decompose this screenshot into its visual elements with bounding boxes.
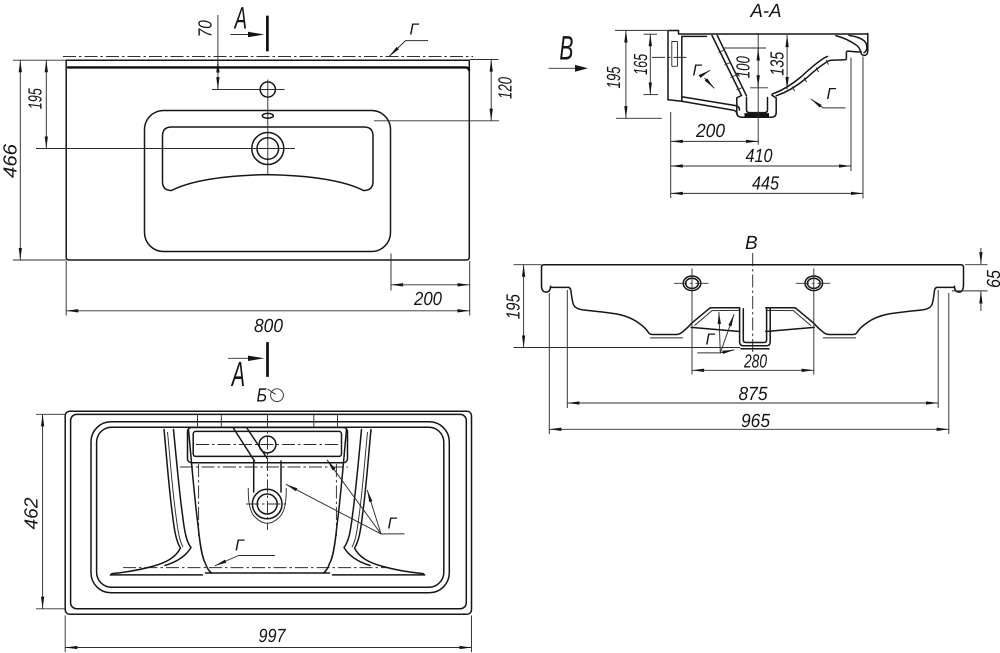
svg-text:875: 875 xyxy=(739,384,768,405)
svg-text:В: В xyxy=(559,29,573,67)
svg-text:120: 120 xyxy=(496,77,517,99)
svg-text:965: 965 xyxy=(741,411,770,432)
svg-text:445: 445 xyxy=(752,173,779,194)
svg-text:65: 65 xyxy=(984,270,1000,288)
svg-text:410: 410 xyxy=(746,146,773,167)
svg-text:В: В xyxy=(745,233,758,254)
svg-text:466: 466 xyxy=(1,144,22,178)
svg-text:Б: Б xyxy=(257,385,268,406)
svg-text:135: 135 xyxy=(768,51,789,75)
svg-text:200: 200 xyxy=(413,289,442,310)
svg-text:200: 200 xyxy=(695,121,725,142)
svg-text:195: 195 xyxy=(604,66,625,88)
svg-text:800: 800 xyxy=(254,316,283,337)
svg-text:997: 997 xyxy=(259,626,287,647)
svg-text:А: А xyxy=(233,1,247,36)
svg-text:195: 195 xyxy=(26,88,47,109)
svg-text:Г: Г xyxy=(388,515,398,532)
svg-text:Г: Г xyxy=(235,538,245,555)
svg-text:195: 195 xyxy=(504,294,525,319)
svg-text:Г: Г xyxy=(827,86,837,103)
svg-text:100: 100 xyxy=(734,56,755,78)
svg-text:Г: Г xyxy=(410,21,420,38)
svg-text:462: 462 xyxy=(22,497,43,529)
svg-text:280: 280 xyxy=(743,352,767,373)
svg-text:Г: Г xyxy=(693,63,703,80)
svg-text:А-А: А-А xyxy=(750,1,782,22)
svg-text:70: 70 xyxy=(196,20,217,37)
svg-text:Г: Г xyxy=(706,331,716,348)
svg-text:165: 165 xyxy=(631,54,652,75)
svg-text:А: А xyxy=(231,355,245,394)
